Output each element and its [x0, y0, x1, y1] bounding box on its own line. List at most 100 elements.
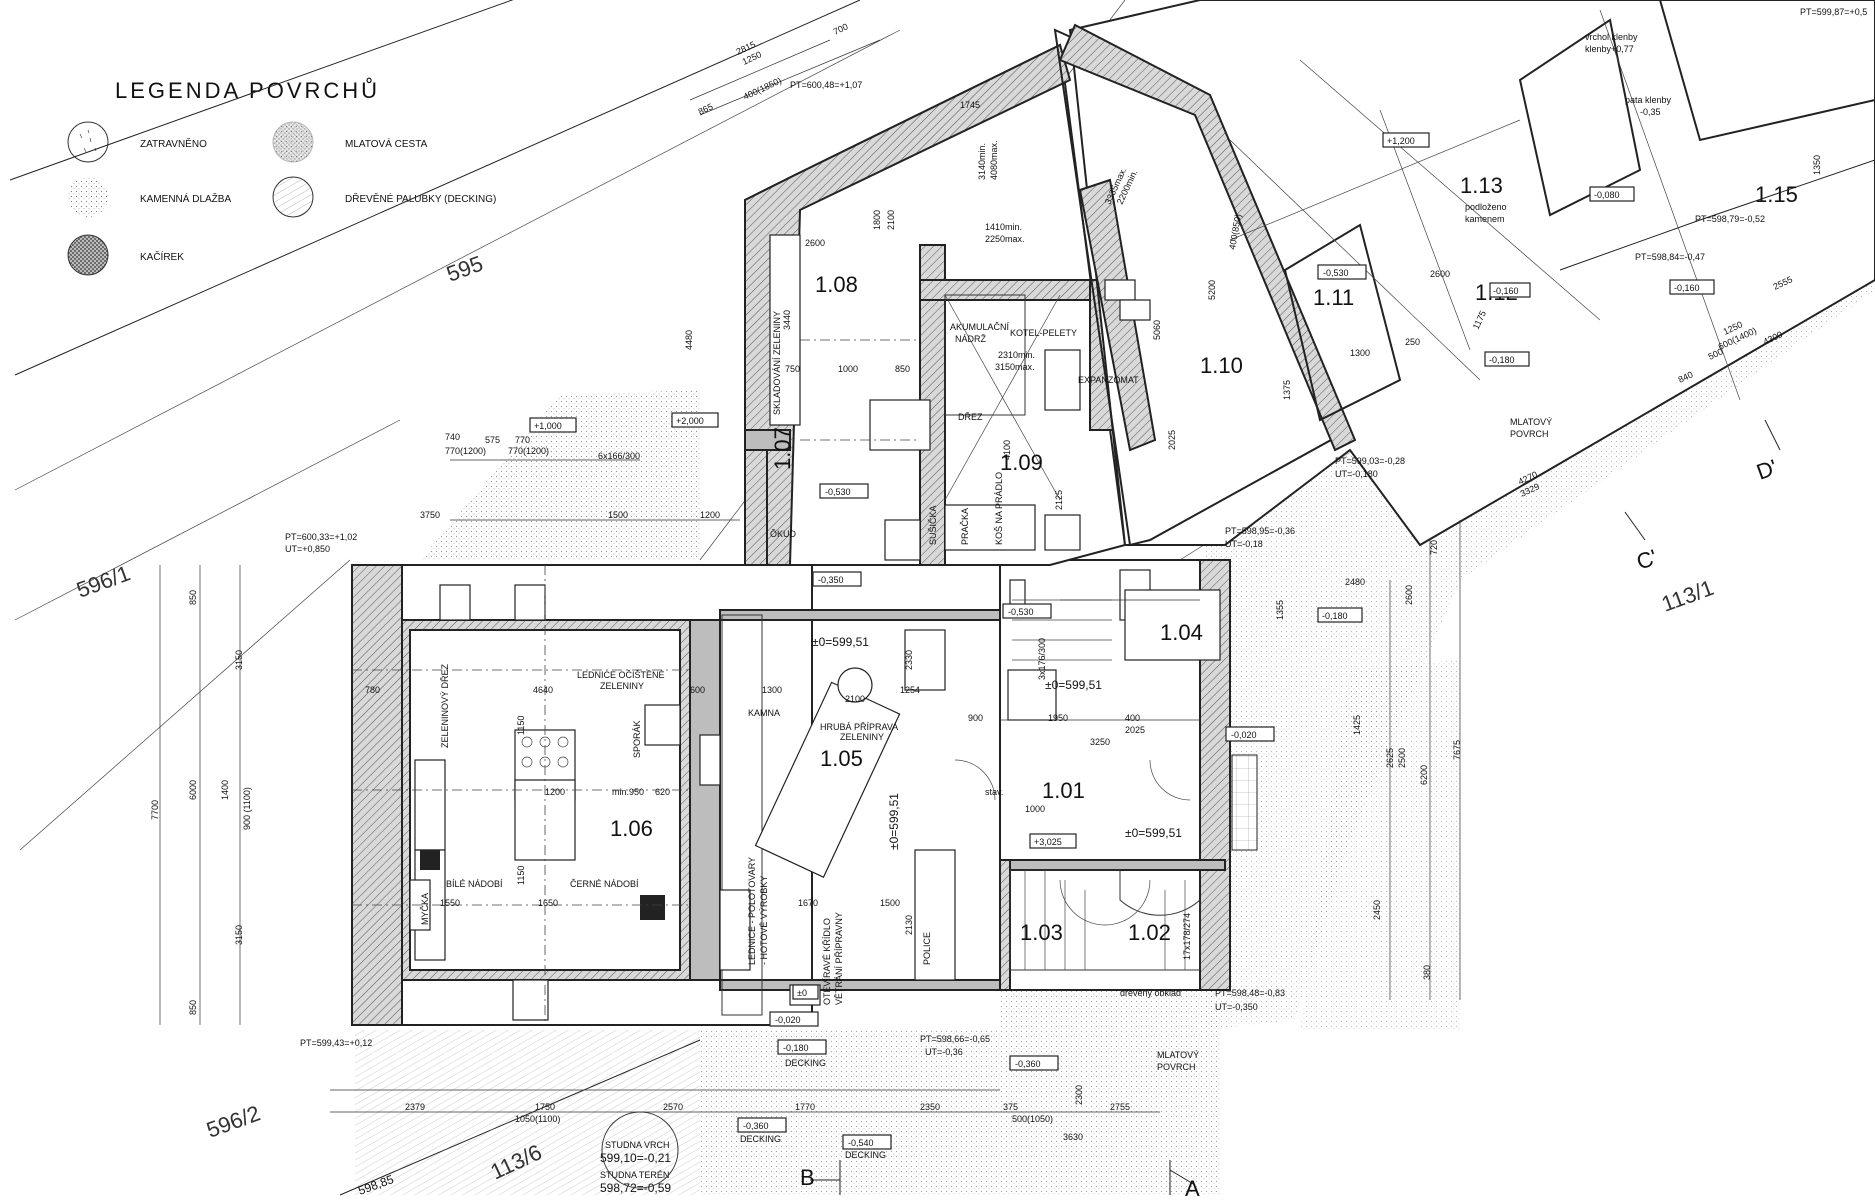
dim-2130: 2130	[904, 915, 914, 935]
dim-1050-1100: 1050(1100)	[515, 1114, 560, 1124]
cerne-nadobi: ČERNÉ NÁDOBÍ	[570, 879, 639, 889]
level-0: ±0	[797, 988, 807, 998]
room-label-1.15: 1.15	[1755, 182, 1798, 207]
okud: ÕKUD	[770, 529, 797, 539]
lednice-polotovary: LEDNICE - POLOTOVARY	[747, 857, 757, 965]
dim-2310: 2310min.	[998, 350, 1035, 360]
ut-0350: UT=-0,350	[1215, 1002, 1258, 1012]
room-label-1.08: 1.08	[815, 272, 858, 297]
dim-6x166: 6x166/300	[598, 451, 640, 461]
legend-swatch-hatch	[272, 176, 314, 218]
dim-1000: 1000	[838, 364, 858, 374]
entry-block	[954, 559, 1258, 991]
bile-nadobi: BÍLÉ NÁDOBÍ	[446, 879, 503, 889]
dim-1800: 1800	[872, 210, 882, 230]
room-label-1.13: 1.13	[1460, 173, 1503, 198]
dim-1550: 1550	[440, 898, 460, 908]
section-a: A	[1185, 1176, 1200, 1200]
legend-label-mlatova-cesta: MLATOVÁ CESTA	[345, 137, 428, 150]
decking-2: DECKING	[740, 1134, 781, 1144]
room-label-1.10: 1.10	[1200, 353, 1243, 378]
pt-598-48: PT=598,48=-0,83	[1215, 988, 1285, 998]
dim-1200b: 1200	[545, 787, 565, 797]
level-+3025: +3,025	[1034, 837, 1062, 847]
dim-1150a: 1150	[516, 716, 526, 735]
dim-2025b: 2025	[1167, 430, 1177, 450]
main-building	[351, 564, 1013, 1026]
dim-1300: 1300	[762, 685, 782, 695]
dim-2600a: 2600	[805, 238, 825, 248]
level-+1000: +1,000	[534, 421, 562, 431]
dim-3140: 3140min.	[977, 143, 987, 180]
dim-1770: 1770	[795, 1102, 815, 1112]
dim-2330: 2330	[904, 650, 914, 670]
skladovani-zeleniny: SKLADOVÁNÍ ZELENINY	[772, 311, 782, 415]
dim-2450: 2450	[1372, 900, 1382, 920]
dim-5060: 5060	[1152, 320, 1162, 340]
legend-swatch-grass	[67, 121, 109, 163]
dim-2300: 2300	[1074, 1085, 1084, 1105]
mlatovy-povrch-2-a: MLATOVÝ	[1157, 1050, 1199, 1060]
dim-3630: 3630	[1063, 1132, 1083, 1142]
studna-vrch: STUDNA VRCH	[605, 1140, 670, 1150]
level--0350: -0,350	[818, 575, 844, 585]
dim-2100: 2100	[886, 210, 896, 230]
pt-598-66: PT=598,66=-0,65	[920, 1034, 990, 1044]
drevenny-obklad: dřevěný obklad	[1120, 988, 1181, 998]
hruba-priprava: HRUBÁ PŘÍPRAVA	[820, 722, 898, 732]
level--0160-b: -0,160	[1674, 283, 1700, 293]
dim-1500b: 1500	[880, 898, 900, 908]
ut-036: UT=-0,36	[925, 1047, 963, 1057]
dim-4640: 4640	[533, 685, 553, 695]
dim-3750: 3750	[420, 510, 440, 520]
room-label-1.11: 1.11	[1313, 285, 1354, 310]
dim-1750: 1750	[535, 1102, 555, 1112]
dim-400: 400	[1125, 713, 1140, 723]
lednice-ocistene: LEDNICE OČIŠTĚNÉ	[577, 670, 665, 680]
pt-598-84: PT=598,84=-0,47	[1635, 252, 1705, 262]
expanzomat: EXPANZOMAT	[1078, 375, 1139, 385]
dim-7700: 7700	[150, 800, 160, 820]
pt-599-03: PT=599,03=-0,28	[1335, 456, 1405, 466]
dim-500-1050: 500(1050)	[1012, 1114, 1053, 1124]
pt-598-95: PT=598,95=-0,36	[1225, 526, 1295, 536]
dim-3150: 3150max.	[995, 362, 1035, 372]
dim-620: 620	[655, 787, 670, 797]
section-c: C'	[1633, 544, 1660, 574]
stav: stav.	[985, 787, 1003, 797]
dim-1745: 1745	[960, 100, 980, 110]
dim-250: 250	[1405, 337, 1420, 347]
parcel-113-1: 113/1	[1658, 575, 1717, 617]
lednice-zeleniny: ZELENINY	[600, 681, 644, 691]
dim-5200: 5200	[1207, 280, 1217, 300]
sporak: SPORÁK	[632, 720, 642, 758]
kotel: KOTEL-PELETY	[1010, 328, 1077, 338]
dim-1355: 1355	[1275, 600, 1285, 620]
studna-vrch-val: 599,10=-0,21	[600, 1151, 671, 1165]
dim-400-1850: 400(1850)	[742, 75, 783, 101]
dimension-lines	[159, 39, 1461, 1113]
annotations: PT=600,33=+1,02 UT=+0,850 PT=600,48=+1,0…	[285, 7, 1867, 1195]
dim-375: 375	[1003, 1102, 1018, 1112]
level--0360-b: -0,360	[1015, 1059, 1041, 1069]
dim-4480: 4480	[684, 330, 694, 350]
level--0540: -0,540	[848, 1138, 874, 1148]
akumulacni: AKUMULAČNÍ	[950, 322, 1010, 332]
dim-7675: 7675	[1452, 740, 1462, 760]
klenby-077: klenby+0,77	[1585, 44, 1634, 54]
dim-380: 380	[1422, 965, 1432, 980]
room-label-1.07: 1.07	[770, 427, 795, 470]
dim-17x178: 17x178/274	[1182, 913, 1192, 960]
level-599-51-a: ±0=599,51	[812, 635, 869, 649]
room-label-1.01: 1.01	[1042, 778, 1085, 803]
right-building	[1053, 0, 1875, 547]
dim-770: 770	[515, 435, 530, 445]
dim-740: 740	[445, 432, 460, 442]
dim-2125: 2125	[1054, 490, 1064, 510]
room-label-1.09: 1.09	[1000, 450, 1043, 475]
room-label-1.02: 1.02	[1128, 920, 1171, 945]
dim-1000b: 1000	[1025, 804, 1045, 814]
dim-1400: 1400	[220, 780, 230, 800]
dim-575: 575	[485, 435, 500, 445]
dim-770-1200a: 770(1200)	[445, 446, 486, 456]
